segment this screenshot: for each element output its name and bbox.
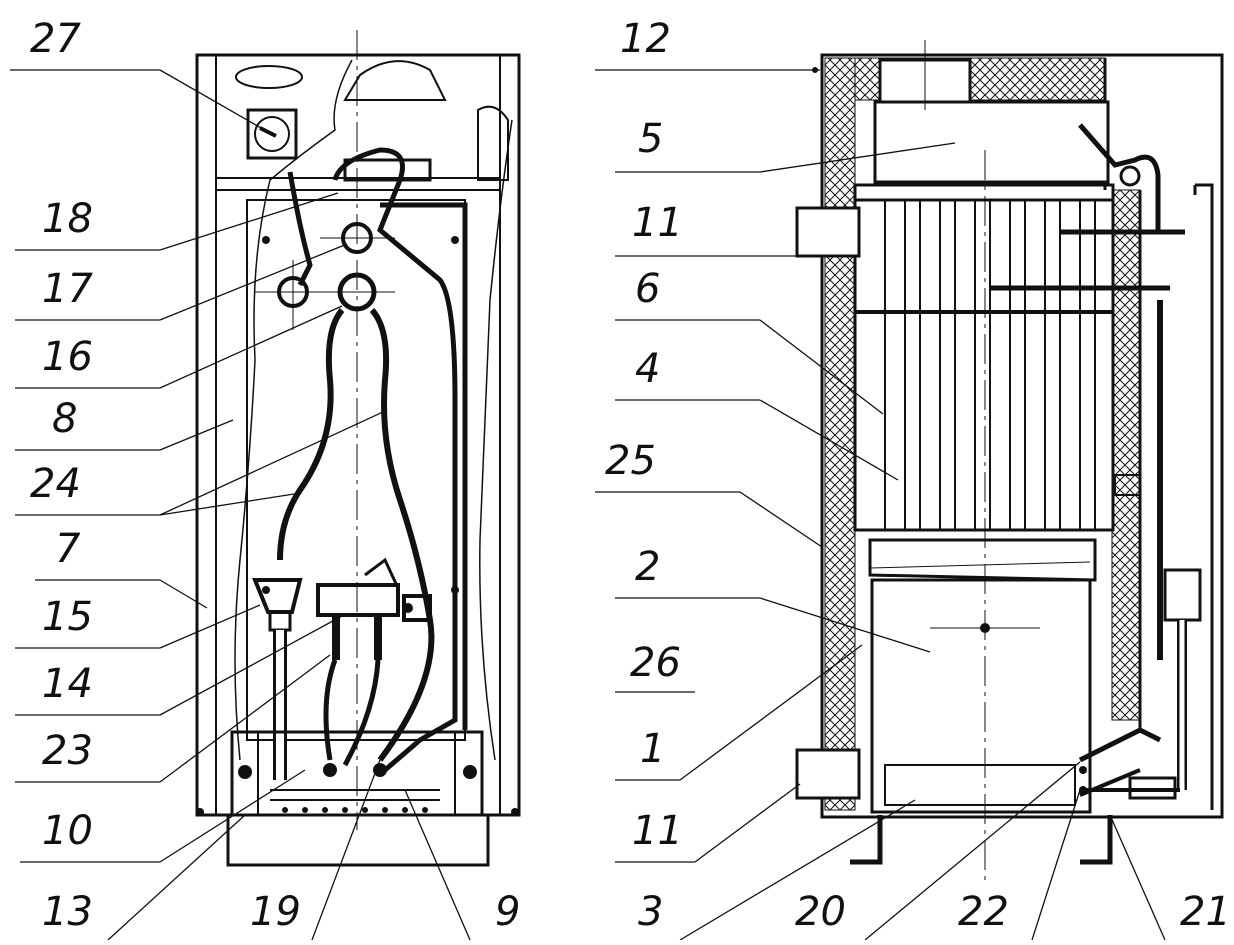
label-20: 20 bbox=[795, 889, 846, 935]
regulator-right bbox=[1163, 568, 1202, 622]
flue-hood bbox=[343, 60, 447, 101]
label-5: 5 bbox=[638, 116, 663, 162]
capillary-tube bbox=[287, 171, 313, 287]
pipe-7 bbox=[277, 308, 345, 561]
label-1: 1 bbox=[640, 726, 665, 772]
label-16: 16 bbox=[42, 334, 93, 380]
label-12: 12 bbox=[620, 16, 671, 62]
connection-11-bottom bbox=[795, 748, 861, 800]
label-4: 4 bbox=[635, 346, 660, 392]
label-7: 7 bbox=[55, 526, 81, 572]
label-26: 26 bbox=[630, 640, 681, 686]
left-callouts bbox=[10, 69, 471, 941]
label-19: 19 bbox=[250, 889, 301, 935]
label-15: 15 bbox=[42, 594, 93, 640]
label-21: 21 bbox=[1180, 889, 1231, 935]
left-labels: 27 18 17 16 8 24 7 15 14 23 10 13 19 9 bbox=[30, 16, 520, 935]
burner-box bbox=[230, 730, 484, 817]
thermometer-gauge bbox=[246, 108, 298, 160]
right-callouts bbox=[595, 69, 1166, 941]
cutaway-break-line bbox=[234, 59, 353, 761]
burner-base bbox=[226, 813, 490, 867]
combustion-chamber-2 bbox=[868, 538, 1097, 582]
burner-3 bbox=[884, 764, 1076, 806]
inspection-window bbox=[235, 65, 303, 89]
right-labels: 12 5 11 6 4 25 2 26 1 11 3 20 22 21 bbox=[605, 16, 1231, 935]
label-25: 25 bbox=[605, 438, 656, 484]
insulation-right bbox=[1111, 189, 1141, 721]
label-13: 13 bbox=[42, 889, 93, 935]
label-14: 14 bbox=[42, 661, 93, 707]
draft-hood-5 bbox=[873, 100, 1110, 184]
front-casing bbox=[195, 53, 521, 817]
label-9: 9 bbox=[495, 889, 520, 935]
regulator-15 bbox=[252, 578, 303, 614]
supply-pipe bbox=[1078, 123, 1161, 230]
label-22: 22 bbox=[958, 889, 1009, 935]
gas-valve-block bbox=[316, 583, 400, 617]
label-6: 6 bbox=[635, 266, 660, 312]
label-2: 2 bbox=[635, 544, 660, 590]
label-18: 18 bbox=[42, 196, 93, 242]
label-24: 24 bbox=[30, 461, 81, 507]
label-17: 17 bbox=[42, 266, 93, 312]
label-11-bottom: 11 bbox=[632, 808, 683, 854]
front-view bbox=[195, 30, 521, 867]
label-10: 10 bbox=[42, 808, 93, 854]
label-27: 27 bbox=[30, 16, 81, 62]
label-23: 23 bbox=[42, 728, 93, 774]
front-view-fasteners bbox=[196, 236, 519, 816]
insulation-left bbox=[824, 57, 856, 811]
heat-exchanger bbox=[853, 183, 1115, 532]
support-foot bbox=[850, 815, 883, 865]
label-8: 8 bbox=[52, 396, 77, 442]
connection-11-top bbox=[795, 206, 861, 258]
section-view bbox=[795, 40, 1224, 880]
label-3: 3 bbox=[638, 889, 663, 935]
label-11-top: 11 bbox=[632, 200, 683, 246]
